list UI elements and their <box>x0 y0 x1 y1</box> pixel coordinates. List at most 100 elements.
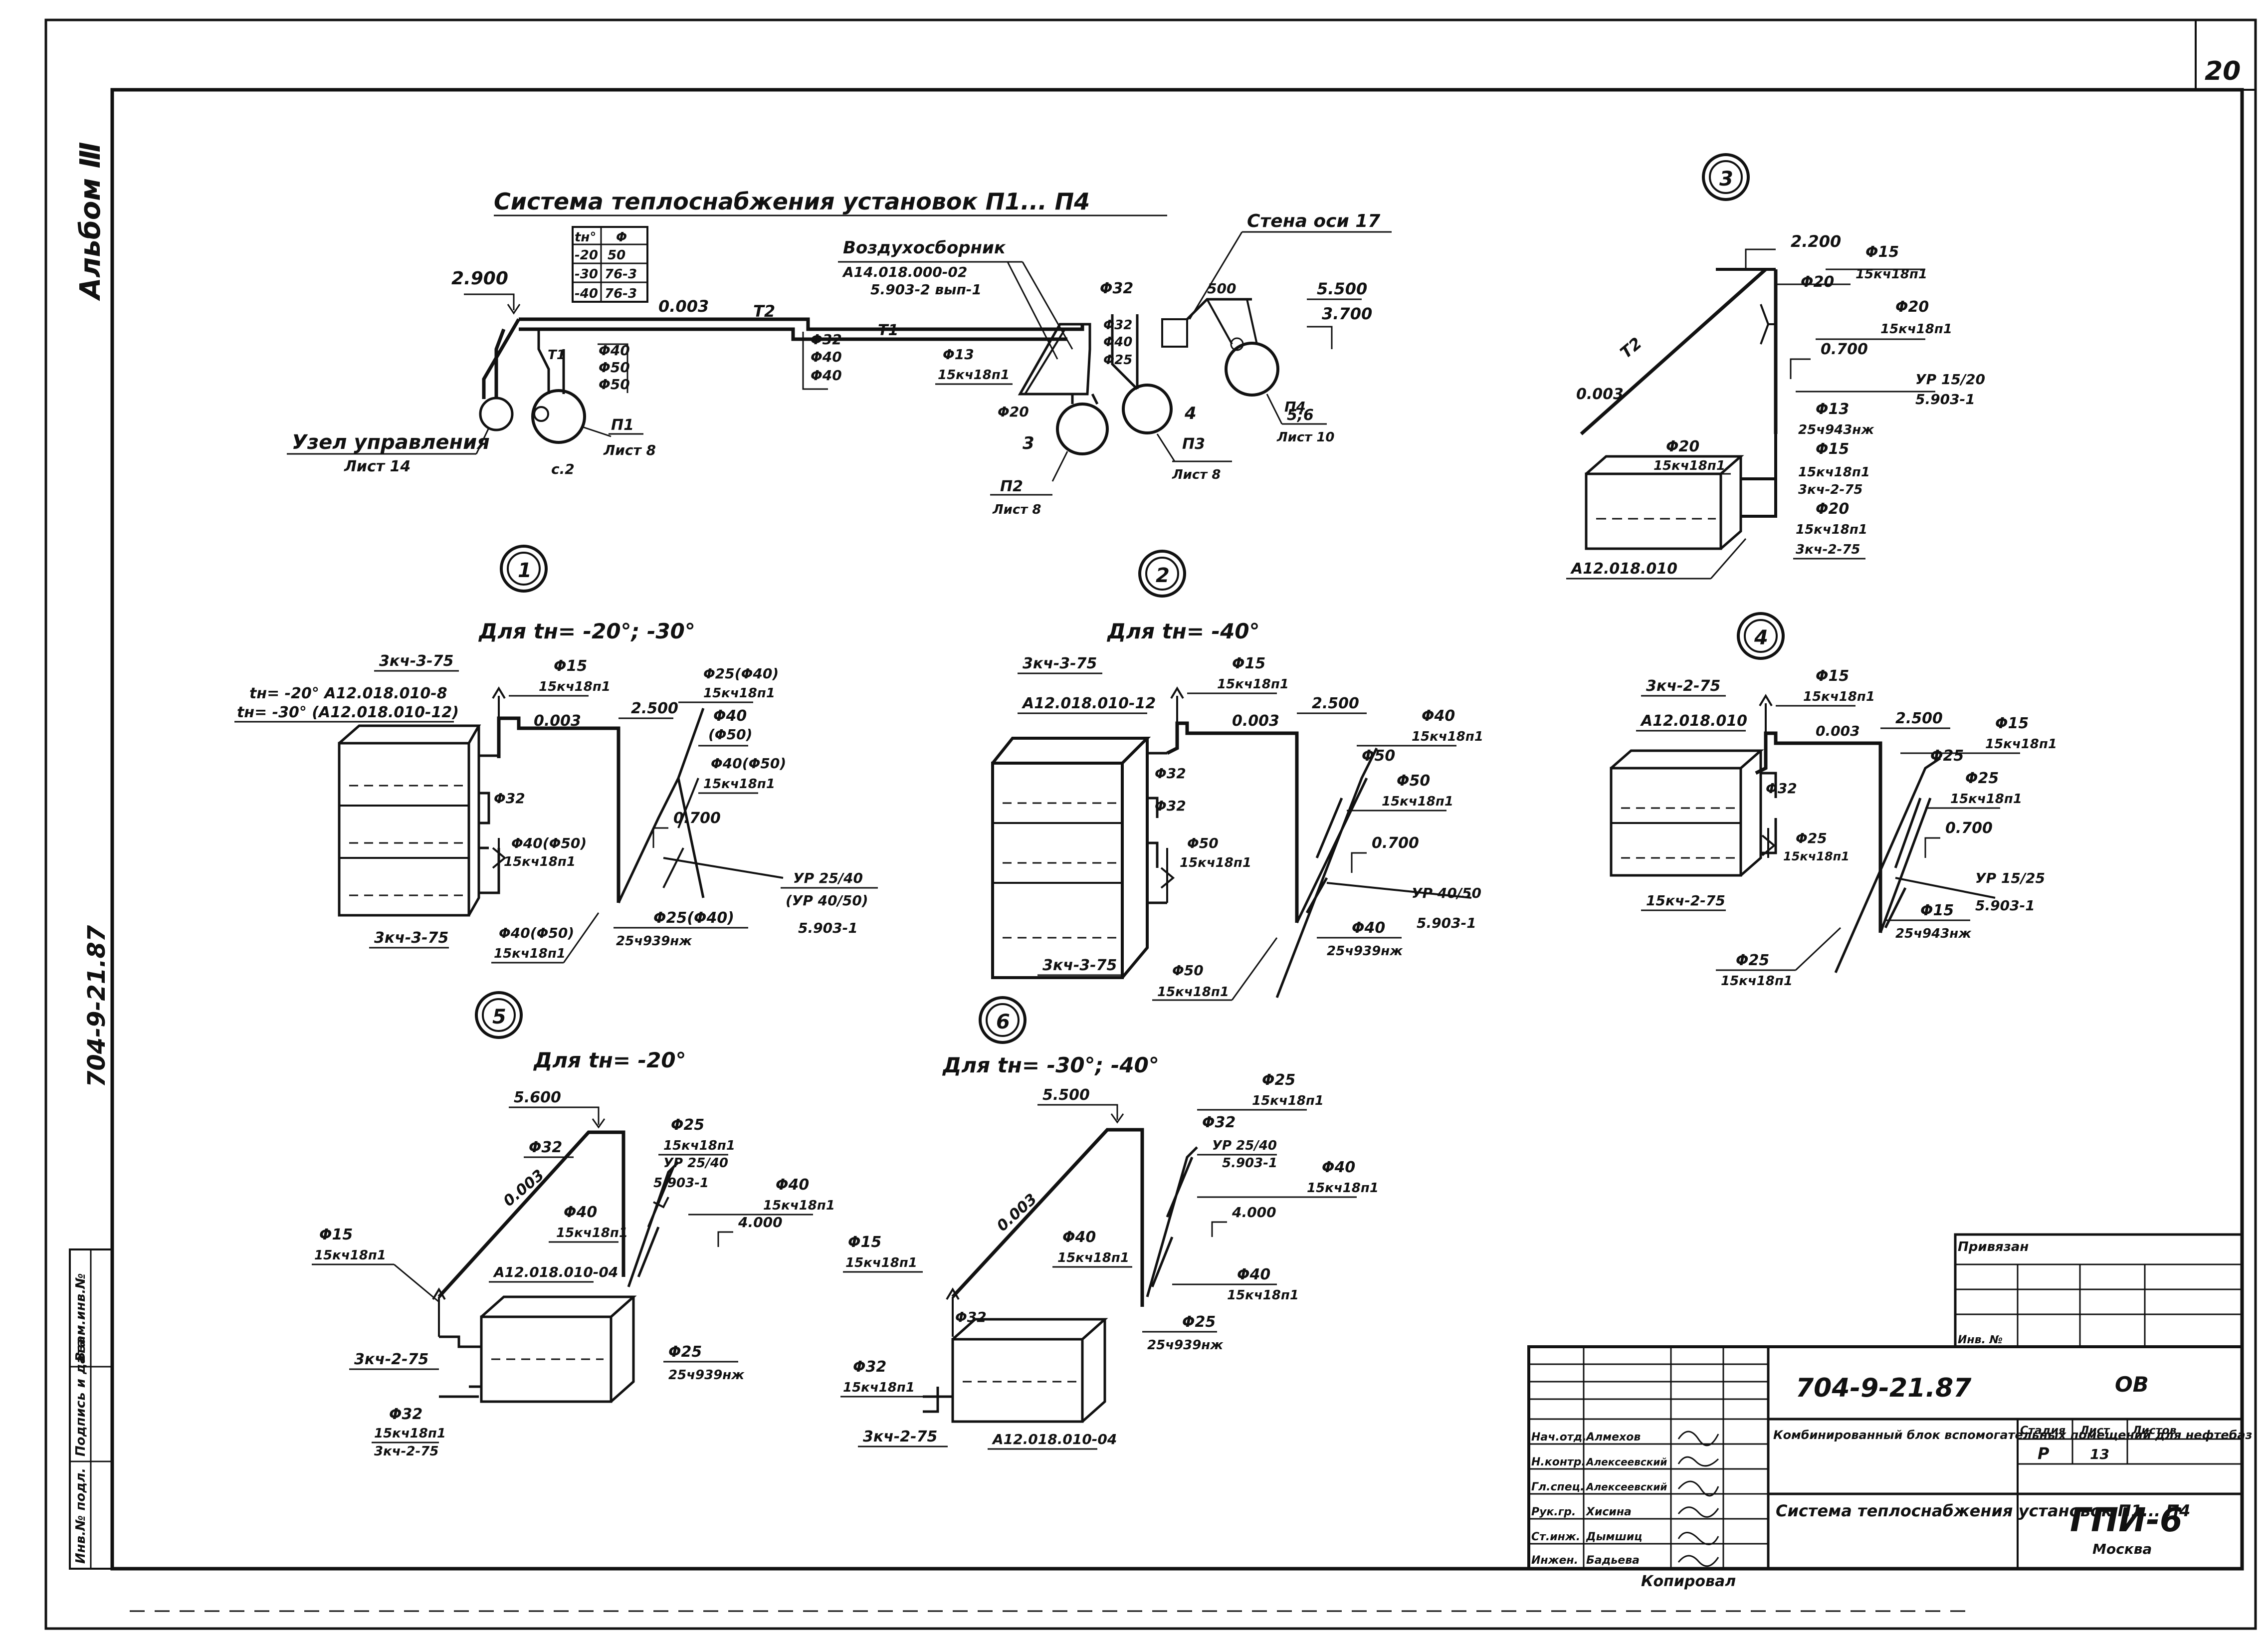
node3-circle <box>1056 403 1109 455</box>
svg-text:Нач.отд.: Нач.отд. <box>1531 1431 1587 1444</box>
svg-text:3: 3 <box>1023 433 1034 453</box>
unit-box-6 <box>951 1318 1108 1423</box>
detail-6: 6 Для tн= -30°; -40° 5.500 Φ25 15кч18п1 … <box>840 996 1379 1450</box>
svg-text:0.700: 0.700 <box>1945 820 1993 837</box>
svg-text:Листов: Листов <box>2132 1425 2177 1437</box>
svg-text:Φ15: Φ15 <box>1232 655 1265 672</box>
svg-text:Φ40: Φ40 <box>713 707 747 725</box>
svg-text:5.903-1: 5.903-1 <box>1417 915 1476 931</box>
svg-text:Φ50: Φ50 <box>599 376 630 393</box>
svg-text:3кч-2-75: 3кч-2-75 <box>1798 482 1862 497</box>
svg-text:15кч18п1: 15кч18п1 <box>845 1255 917 1270</box>
svg-text:Φ25: Φ25 <box>668 1343 702 1361</box>
svg-text:0.700: 0.700 <box>1821 341 1868 358</box>
svg-text:15кч18п1: 15кч18п1 <box>504 854 576 869</box>
svg-text:5.903-1: 5.903-1 <box>798 920 858 936</box>
svg-text:Р: Р <box>2038 1444 2050 1463</box>
svg-text:П1: П1 <box>611 416 634 434</box>
page-number-box <box>2195 20 2256 91</box>
svg-text:25ч943нж: 25ч943нж <box>1798 422 1874 437</box>
svg-text:Φ20: Φ20 <box>1666 438 1699 455</box>
svg-text:Φ20: Φ20 <box>998 404 1029 420</box>
side-code: 704-9-21.87 <box>83 925 111 1087</box>
svg-text:А12.018.010-04: А12.018.010-04 <box>992 1431 1117 1447</box>
svg-text:Φ40: Φ40 <box>1422 707 1455 725</box>
svg-text:Комбинированный блок вспомогат: Комбинированный блок вспомогательных пом… <box>1773 1428 2252 1442</box>
svg-text:15кч18п1: 15кч18п1 <box>1880 322 1952 337</box>
svg-text:Φ15: Φ15 <box>1995 715 2029 732</box>
svg-text:T1: T1 <box>548 348 566 363</box>
svg-text:Алексеевский: Алексеевский <box>1585 1456 1667 1468</box>
control-node-circle <box>479 397 514 431</box>
p1-circle <box>531 389 586 444</box>
svg-text:-20: -20 <box>575 248 598 263</box>
svg-text:(Φ50): (Φ50) <box>708 726 752 743</box>
svg-text:Рук.гр.: Рук.гр. <box>1531 1506 1576 1518</box>
svg-text:0.003: 0.003 <box>658 297 709 316</box>
node4-circle <box>1122 384 1173 434</box>
svg-text:2.200: 2.200 <box>1791 232 1841 251</box>
outer-frame <box>44 18 2257 1630</box>
svg-text:2: 2 <box>1156 564 1170 587</box>
unit-box-5 <box>480 1295 637 1403</box>
svg-text:Φ40: Φ40 <box>776 1176 809 1194</box>
svg-text:15кч18п1: 15кч18п1 <box>938 368 1010 383</box>
detail1-marker <box>500 545 548 593</box>
svg-text:Φ15: Φ15 <box>554 657 587 675</box>
svg-text:76-3: 76-3 <box>605 286 637 301</box>
svg-text:5.903-1: 5.903-1 <box>1222 1156 1277 1171</box>
svg-text:Φ15: Φ15 <box>319 1226 353 1243</box>
svg-text:Алмехов: Алмехов <box>1585 1431 1641 1444</box>
svg-text:5.903-1: 5.903-1 <box>1975 897 2035 914</box>
svg-text:Φ25: Φ25 <box>1736 952 1769 969</box>
svg-text:Для tн= -20°; -30°: Для tн= -20°; -30° <box>478 619 695 643</box>
svg-text:15кч18п1: 15кч18п1 <box>1796 522 1867 537</box>
svg-text:5.903-2 вып-1: 5.903-2 вып-1 <box>870 281 982 298</box>
svg-text:Москва: Москва <box>2092 1541 2152 1557</box>
svg-text:15кч18п1: 15кч18п1 <box>539 679 611 694</box>
svg-text:15кч18п1: 15кч18п1 <box>1157 985 1229 1000</box>
svg-text:Φ25: Φ25 <box>1262 1071 1295 1089</box>
svg-text:15кч18п1: 15кч18п1 <box>1382 794 1453 809</box>
svg-text:15кч18п1: 15кч18п1 <box>1227 1288 1299 1303</box>
svg-text:0.003: 0.003 <box>1232 712 1279 730</box>
svg-text:УР 25/40: УР 25/40 <box>793 870 863 886</box>
svg-text:3кч-2-75: 3кч-2-75 <box>374 1444 438 1459</box>
svg-text:Φ32: Φ32 <box>494 790 525 807</box>
svg-text:А12.018.010: А12.018.010 <box>1570 560 1677 578</box>
svg-text:Φ40(Φ50): Φ40(Φ50) <box>711 755 786 772</box>
svg-text:13: 13 <box>2090 1446 2109 1462</box>
svg-text:15кч18п1: 15кч18п1 <box>1217 677 1289 692</box>
svg-text:Φ40(Φ50): Φ40(Φ50) <box>499 925 574 941</box>
svg-text:Φ50: Φ50 <box>1187 835 1219 851</box>
svg-text:Φ25(Φ40): Φ25(Φ40) <box>653 909 734 927</box>
page-number: 20 <box>2205 56 2241 86</box>
detail-1: 1 Для tн= -20°; -30° 3кч-3-75 tн= -20° А… <box>234 545 878 964</box>
svg-text:Φ32: Φ32 <box>1202 1114 1236 1131</box>
svg-text:2.500: 2.500 <box>1895 710 1943 727</box>
svg-text:tн= -30° (А12.018.010-12): tн= -30° (А12.018.010-12) <box>237 704 459 721</box>
detail4-marker <box>1737 612 1785 660</box>
svg-text:-30: -30 <box>575 267 598 282</box>
svg-text:25ч939нж: 25ч939нж <box>668 1368 745 1383</box>
svg-text:15кч18п1: 15кч18п1 <box>703 686 775 701</box>
svg-text:tн°: tн° <box>575 230 596 245</box>
svg-text:3кч-2-75: 3кч-2-75 <box>863 1428 937 1445</box>
svg-text:3кч-2-75: 3кч-2-75 <box>1796 542 1860 557</box>
svg-text:3кч-3-75: 3кч-3-75 <box>1042 957 1117 974</box>
svg-text:0.700: 0.700 <box>673 810 721 827</box>
svg-text:15кч18п1: 15кч18п1 <box>1721 974 1793 989</box>
svg-text:3кч-3-75: 3кч-3-75 <box>374 929 448 947</box>
svg-text:15кч18п1: 15кч18п1 <box>1057 1250 1129 1265</box>
detail6-marker <box>979 996 1027 1044</box>
svg-text:Для tн= -40°: Для tн= -40° <box>1106 619 1260 643</box>
svg-text:-40: -40 <box>575 286 598 301</box>
copied-label: Копировал <box>1641 1573 1736 1590</box>
svg-text:15кч18п1: 15кч18п1 <box>1783 849 1850 863</box>
svg-text:Инв. №: Инв. № <box>1958 1334 2003 1346</box>
detail-5: 5 Для tн= -20° 5.600 Φ32 0.003 Φ25 15кч1… <box>312 991 835 1459</box>
main-title: Система теплоснабжения установок П1... П… <box>494 188 1090 215</box>
svg-text:А12.018.010: А12.018.010 <box>1640 712 1747 730</box>
svg-text:Φ50: Φ50 <box>1362 747 1395 765</box>
svg-text:Хисина: Хисина <box>1585 1506 1632 1518</box>
